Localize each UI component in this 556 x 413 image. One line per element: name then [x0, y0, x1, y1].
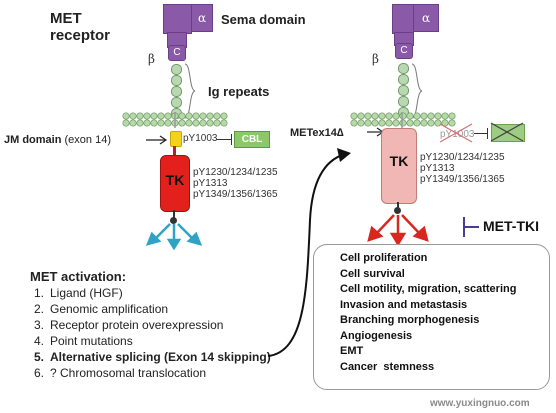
- left-jm-title: JM domain: [4, 134, 62, 146]
- right-tail-dot: [394, 207, 401, 214]
- left-jm-arrow: [146, 135, 168, 145]
- activation-item-num: 5.: [34, 350, 45, 364]
- left-ig-label: Ig repeats: [208, 84, 270, 99]
- effect-item: EMT: [340, 345, 364, 357]
- left-sema-left-block: [163, 4, 192, 34]
- right-signal-arrows: [367, 214, 429, 247]
- left-beta-label: β: [148, 52, 155, 66]
- right-site-1: pY1230/1234/1235: [420, 152, 505, 163]
- left-jm-exon: (exon 14): [64, 134, 111, 146]
- right-cbl-bar: [487, 128, 488, 139]
- right-metex14-label: METex14∆: [290, 127, 344, 139]
- left-membrane: [122, 112, 228, 128]
- right-alpha-subunit: α: [413, 4, 439, 32]
- right-cbl-cross-icon: [490, 122, 524, 142]
- effect-item: Cell motility, migration, scattering: [340, 283, 517, 295]
- activation-item-text: Genomic amplification: [50, 302, 169, 316]
- left-py1003: pY1003: [183, 133, 218, 144]
- left-cbl-link: [217, 139, 231, 140]
- activation-item-text: Point mutations: [50, 334, 133, 348]
- activation-item-text: Alternative splicing (Exon 14 skipping): [50, 350, 271, 364]
- right-ig-bracket: [411, 63, 423, 119]
- effect-item: Branching morphogenesis: [340, 314, 480, 326]
- right-tk-domain: TK: [381, 128, 417, 204]
- activation-item: 2. Genomic amplification: [34, 301, 271, 317]
- left-ig-repeat: [171, 75, 182, 86]
- tki-line: [465, 226, 479, 228]
- right-membrane: [350, 112, 456, 128]
- effect-item: Cell proliferation: [340, 252, 428, 264]
- effects-list: Cell proliferation Cell survival Cell mo…: [340, 251, 516, 375]
- activation-item-text: Ligand (HGF): [50, 286, 123, 300]
- activation-item: 6. ? Chromosomal translocation: [34, 365, 271, 381]
- left-title: MET receptor: [50, 10, 111, 44]
- right-site-2: pY1313: [420, 163, 455, 174]
- effects-box: Cell proliferation Cell survival Cell mo…: [313, 244, 550, 390]
- right-tail: [397, 202, 399, 209]
- activation-title: MET activation:: [30, 269, 127, 284]
- right-cbl-link: [474, 133, 488, 134]
- activation-item: 4. Point mutations: [34, 333, 271, 349]
- left-signal-arrows: [145, 223, 203, 250]
- left-ig-repeat: [171, 97, 182, 108]
- effect-item: Invasion and metastasis: [340, 298, 468, 311]
- left-jm-domain: [170, 131, 182, 147]
- left-site-3: pY1349/1356/1365: [193, 189, 278, 200]
- right-c-box: C: [395, 43, 413, 59]
- right-sema-left-block: [392, 4, 414, 34]
- right-ig-repeat: [398, 63, 409, 74]
- left-tk-domain: TK: [160, 155, 190, 212]
- tki-bar: [463, 217, 465, 237]
- activation-item-num: 3.: [34, 318, 45, 332]
- activation-item-num: 1.: [34, 286, 45, 300]
- left-jm-label: JM domain (exon 14): [4, 134, 111, 146]
- left-c-box: C: [168, 45, 186, 61]
- left-tail-dot: [170, 217, 177, 224]
- right-ig-repeat: [398, 85, 409, 96]
- activation-item-highlight: 5. Alternative splicing (Exon 14 skipping…: [34, 349, 271, 365]
- right-py-cross-icon: [439, 123, 473, 143]
- activation-item-text: Receptor protein overexpression: [50, 318, 224, 332]
- curved-link-arrow: [267, 148, 351, 357]
- left-alpha-subunit: α: [191, 4, 213, 32]
- right-ig-repeat: [398, 74, 409, 85]
- effect-item: Cancer stemness: [340, 360, 435, 373]
- left-site-2: pY1313: [193, 178, 228, 189]
- right-beta-label: β: [372, 52, 379, 66]
- left-ig-repeat: [171, 86, 182, 97]
- activation-item-text: ? Chromosomal translocation: [50, 366, 207, 380]
- left-site-1: pY1230/1234/1235: [193, 167, 278, 178]
- effect-item: Cell survival: [340, 267, 405, 280]
- activation-item: 1. Ligand (HGF): [34, 285, 271, 301]
- left-tk-stem: [173, 146, 176, 156]
- activation-item-num: 6.: [34, 366, 45, 380]
- left-cbl-box: CBL: [234, 131, 270, 148]
- left-sema-label: Sema domain: [221, 12, 306, 27]
- activation-item: 3. Receptor protein overexpression: [34, 317, 271, 333]
- right-py1003-crossed: pY1003: [440, 129, 475, 140]
- right-ig-repeat: [398, 96, 409, 107]
- watermark: www.yuxingnuo.com: [430, 398, 530, 409]
- left-cbl-bar: [231, 134, 232, 145]
- activation-list: 1. Ligand (HGF) 2. Genomic amplification 3…: [34, 285, 271, 381]
- left-tail: [173, 210, 175, 218]
- activation-item-num: 4.: [34, 334, 45, 348]
- right-site-3: pY1349/1356/1365: [420, 174, 505, 185]
- activation-item-num: 2.: [34, 302, 45, 316]
- left-ig-repeat: [171, 64, 182, 75]
- effect-item: Angiogenesis: [340, 329, 413, 342]
- met-tki-label: MET-TKI: [483, 218, 539, 234]
